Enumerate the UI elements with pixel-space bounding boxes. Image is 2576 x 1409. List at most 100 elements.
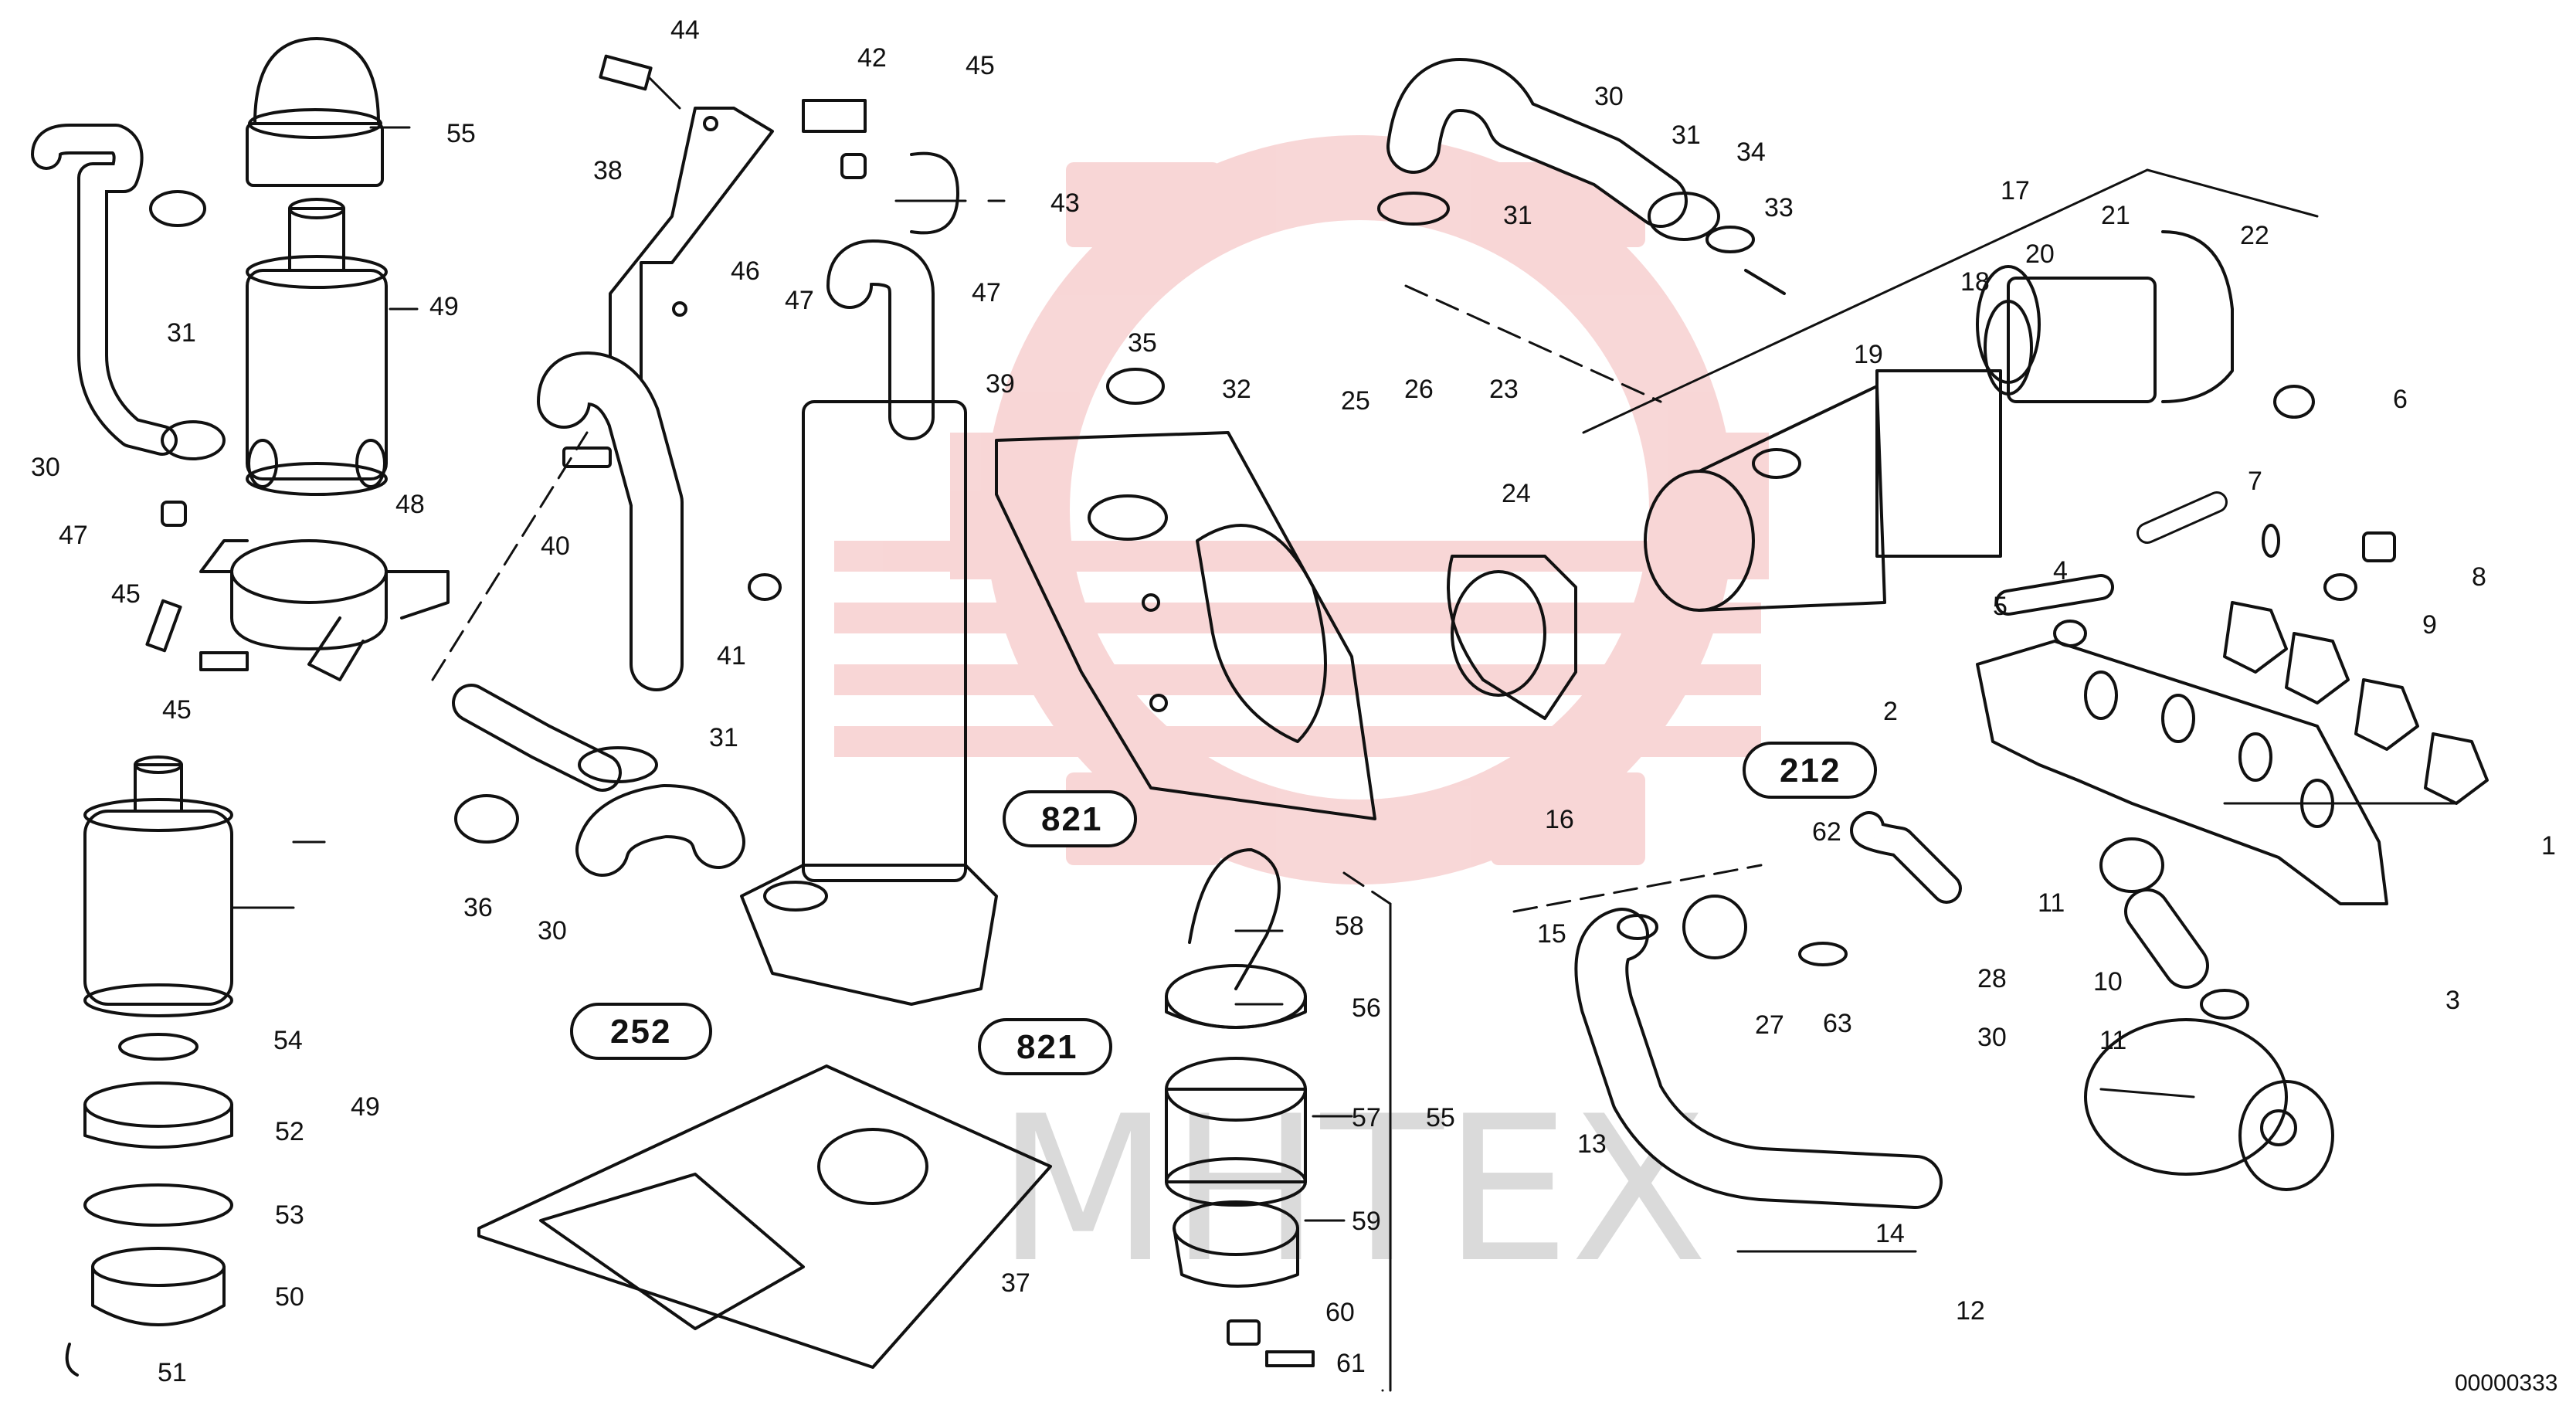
part-bolt-left [145,501,249,671]
callout-56: 56 [1352,993,1381,1023]
callout-30-right: 30 [1977,1023,2007,1052]
document-code: 00000333 [2455,1370,2557,1396]
callout-14: 14 [1875,1219,1905,1248]
part-base-plate [477,1064,1052,1369]
callout-36: 36 [463,893,493,922]
part-precleaner-cap [246,37,384,187]
callout-63: 63 [1823,1009,1852,1038]
callout-19: 19 [1854,340,1883,369]
callout-37: 37 [1001,1268,1030,1298]
callout-21: 21 [2101,201,2130,230]
callout-20: 20 [2025,239,2055,269]
callout-7: 7 [2248,467,2262,496]
reference-box-212[interactable]: 212 [1743,742,1877,799]
callout-51: 51 [158,1358,187,1387]
callout-57: 57 [1352,1103,1381,1132]
callout-54: 54 [273,1026,303,1055]
callout-43: 43 [1050,188,1080,218]
callout-15: 15 [1537,919,1566,949]
callout-11-a: 11 [2038,888,2065,918]
callout-38: 38 [593,156,623,185]
callout-26: 26 [1404,375,1434,404]
callout-2: 2 [1883,697,1898,726]
callout-48: 48 [395,490,425,519]
callout-1: 1 [2541,831,2556,861]
part-muffler [740,239,998,1006]
watermark-gear-logo [834,135,1769,884]
callout-34: 34 [1736,138,1766,167]
part-exhaust-manifold [1976,491,2489,905]
callout-61: 61 [1336,1349,1366,1378]
callout-31-top-a: 31 [1672,121,1701,150]
reference-box-252[interactable]: 252 [570,1003,712,1060]
reference-box-821-top-label: 821 [1041,800,1102,838]
callout-18: 18 [1960,267,1990,297]
reference-box-821-bottom-label: 821 [1016,1028,1078,1066]
callout-3: 3 [2445,986,2460,1015]
callout-50: 50 [275,1282,304,1312]
callout-59: 59 [1352,1207,1381,1236]
callout-8: 8 [2472,562,2486,592]
callout-45-a: 45 [111,579,141,609]
part-support-bracket [599,54,959,403]
part-air-filter-housing [1644,230,2315,612]
callout-49-bottom: 49 [351,1092,380,1122]
callout-45-top: 45 [966,51,995,80]
reference-box-821-top[interactable]: 821 [1003,790,1137,847]
reference-box-821-bottom[interactable]: 821 [978,1018,1112,1075]
callout-25: 25 [1341,386,1370,416]
callout-32: 32 [1222,375,1251,404]
callout-6: 6 [2393,385,2408,414]
callout-55-top: 55 [446,119,476,148]
part-hose-36 [452,684,745,877]
reference-box-212-label: 212 [1780,752,1841,789]
callout-13: 13 [1577,1129,1607,1159]
callout-62: 62 [1812,817,1841,847]
callout-31-top-b: 31 [1503,201,1532,230]
callout-47-b: 47 [785,286,814,315]
callout-55: 55 [1426,1103,1455,1132]
callout-22: 22 [2240,221,2269,250]
callout-12: 12 [1956,1296,1985,1326]
callout-44: 44 [670,15,700,45]
callout-10: 10 [2093,967,2123,996]
callout-4: 4 [2053,556,2068,586]
callout-42: 42 [857,43,887,73]
part-exhaust-pipe-40 [537,351,782,691]
part-coolant-hose [1574,811,1962,1209]
callout-11-b: 11 [2099,1026,2126,1055]
part-mount-bracket-24 [1447,555,1577,720]
callout-33: 33 [1764,193,1794,222]
leader-lines [230,76,2458,1392]
callout-39: 39 [986,369,1015,399]
part-mounting-clamp [199,539,450,681]
callout-52: 52 [275,1117,304,1146]
callout-40: 40 [541,531,570,561]
callout-47-a: 47 [972,278,1001,307]
callout-16: 16 [1545,805,1574,834]
callout-30-mid: 30 [538,916,567,946]
reference-box-252-label: 252 [610,1013,671,1051]
callout-28: 28 [1977,964,2007,993]
part-top-hose [1377,58,1786,295]
watermark-text: МНТЕХ [996,1074,1708,1307]
callout-58: 58 [1335,912,1364,941]
callout-24: 24 [1502,479,1531,508]
callout-30-top: 30 [1594,82,1624,111]
callout-23: 23 [1489,375,1519,404]
part-drawings [31,37,2489,1392]
callout-5: 5 [1993,592,2008,621]
callout-49-top: 49 [429,292,459,321]
callout-47-c: 47 [59,521,88,550]
callout-9: 9 [2422,610,2437,640]
callout-30-left: 30 [31,453,60,482]
callout-53: 53 [275,1200,304,1230]
callout-27: 27 [1755,1010,1784,1040]
part-heat-shield [995,368,1376,820]
callout-41: 41 [717,641,746,671]
callout-46: 46 [731,256,760,286]
part-precleaner-body [246,198,388,496]
part-precleaner-lower [65,755,233,1377]
callout-35: 35 [1128,328,1157,358]
